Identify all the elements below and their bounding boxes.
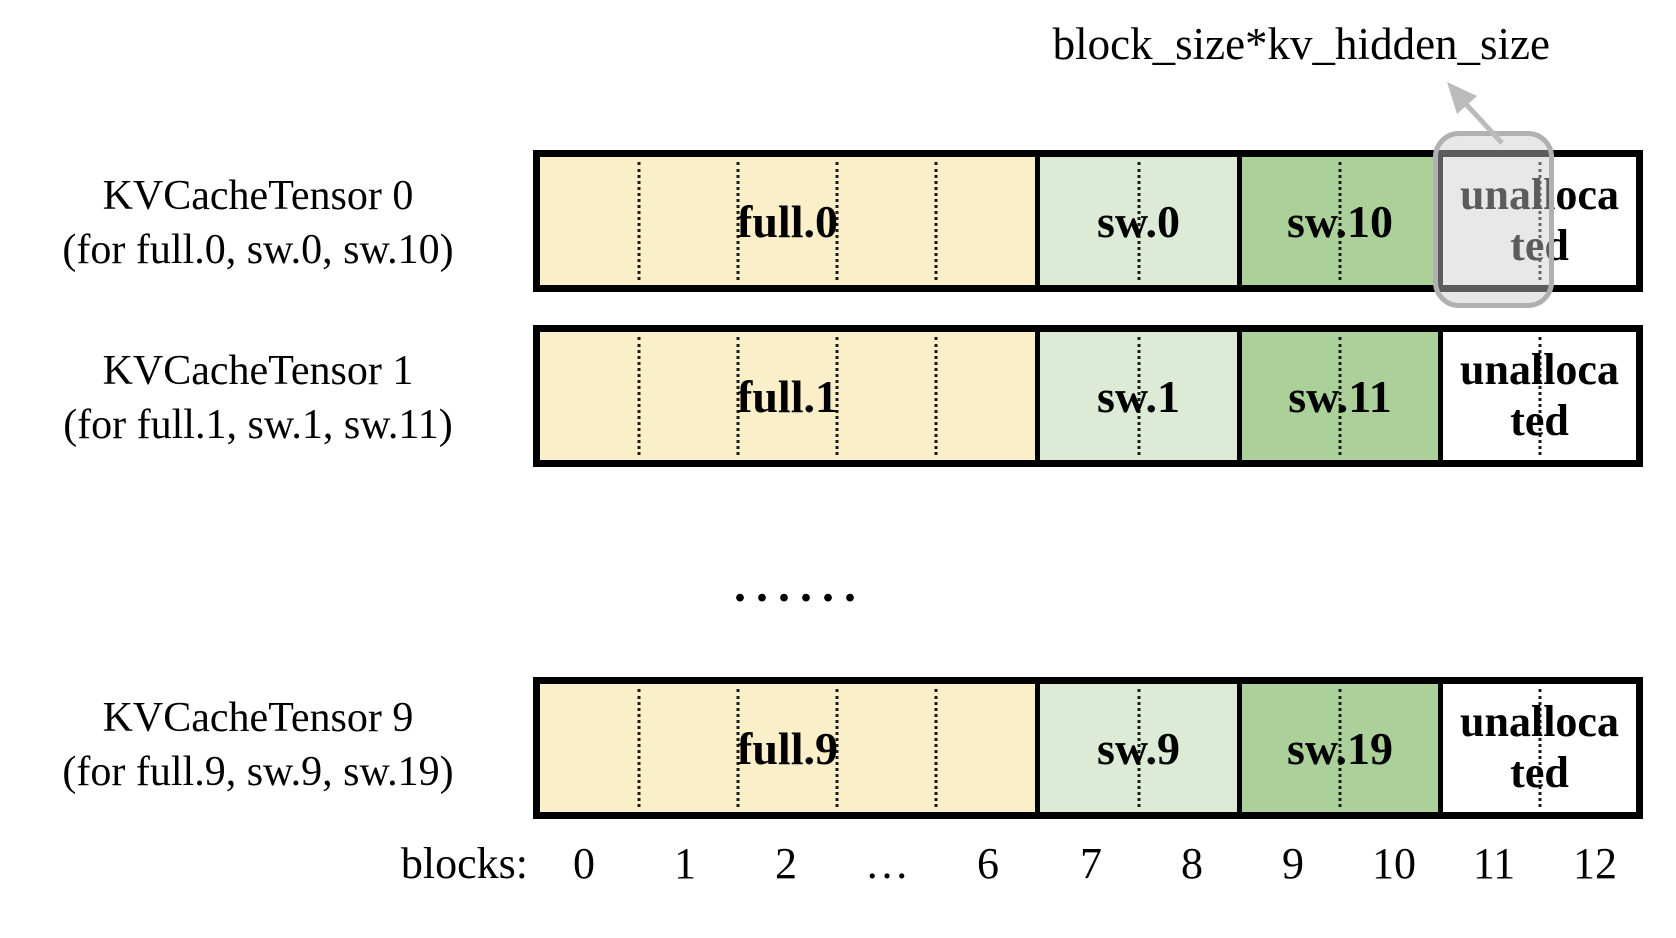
block-divider: [1338, 337, 1342, 455]
segment-sw: sw.19: [1242, 684, 1443, 812]
kvcache-tensor-row-9: full.9 sw.9 sw.19 unallocated: [533, 677, 1643, 819]
kvcache-tensor-row-0: full.0 sw.0 sw.10 unallocated: [533, 150, 1643, 292]
block-divider: [835, 162, 839, 280]
axis-tick: 1: [674, 839, 696, 888]
axis-tick: 0: [573, 839, 595, 888]
row-title: KVCacheTensor 1: [102, 348, 414, 394]
axis-tick: 10: [1372, 839, 1416, 888]
segment-full: full.1: [540, 332, 1040, 460]
row-title: KVCacheTensor 0: [102, 173, 414, 219]
segment-unallocated: unallocated: [1443, 332, 1636, 460]
segment-sw: sw.1: [1040, 332, 1242, 460]
block-divider: [835, 689, 839, 807]
segment-label: sw.0: [1096, 195, 1181, 247]
segment-full: full.0: [540, 157, 1040, 285]
block-divider: [1338, 162, 1342, 280]
row-label-kvcachetensor-9: KVCacheTensor 9 (for full.9, sw.9, sw.19…: [8, 691, 508, 799]
row-title: KVCacheTensor 9: [102, 695, 414, 741]
segment-label: sw.1: [1096, 370, 1181, 422]
kvcache-tensor-row-1: full.1 sw.1 sw.11 unallocated: [533, 325, 1643, 467]
blocks-axis-label: blocks:: [400, 839, 528, 888]
segment-sw: sw.11: [1242, 332, 1443, 460]
row-label-kvcachetensor-0: KVCacheTensor 0 (for full.0, sw.0, sw.10…: [8, 169, 508, 277]
segment-label: full.1: [737, 370, 838, 422]
segment-unallocated: unallocated: [1443, 684, 1636, 812]
block-divider: [1137, 689, 1140, 807]
highlight-box: [1433, 131, 1554, 308]
axis-tick: 11: [1472, 839, 1516, 888]
segment-label: full.9: [737, 722, 838, 774]
block-divider: [736, 337, 740, 455]
row-label-kvcachetensor-1: KVCacheTensor 1 (for full.1, sw.1, sw.11…: [8, 344, 508, 452]
segment-label: sw.11: [1288, 370, 1392, 422]
segment-sw: sw.0: [1040, 157, 1242, 285]
segment-full: full.9: [540, 684, 1040, 812]
axis-tick: 8: [1181, 839, 1203, 888]
axis-tick: …: [865, 839, 909, 888]
segment-sw: sw.10: [1242, 157, 1443, 285]
row-subtitle: (for full.9, sw.9, sw.19): [62, 749, 454, 795]
block-divider: [1137, 337, 1140, 455]
axis-tick: 2: [775, 839, 797, 888]
segment-label: sw.9: [1096, 722, 1181, 774]
block-divider: [1538, 337, 1541, 455]
segment-label: sw.19: [1286, 722, 1394, 774]
rows-ellipsis: ......: [734, 559, 866, 612]
block-divider: [637, 337, 641, 455]
block-divider: [736, 689, 740, 807]
block-divider: [1137, 162, 1140, 280]
block-divider: [637, 162, 641, 280]
axis-tick: 9: [1282, 839, 1304, 888]
segment-label: unallocated: [1460, 697, 1619, 797]
axis-tick: 7: [1080, 839, 1102, 888]
segment-sw: sw.9: [1040, 684, 1242, 812]
row-subtitle: (for full.0, sw.0, sw.10): [62, 227, 454, 273]
block-divider: [637, 689, 641, 807]
segment-unallocated: unallocated: [1443, 157, 1636, 285]
segment-label: full.0: [737, 195, 838, 247]
block-divider: [1538, 689, 1541, 807]
segment-label: unallocated: [1460, 345, 1619, 445]
block-divider: [934, 337, 938, 455]
block-divider: [934, 689, 938, 807]
row-subtitle: (for full.1, sw.1, sw.11): [63, 402, 453, 448]
segment-label: sw.10: [1286, 195, 1394, 247]
block-divider: [736, 162, 740, 280]
block-divider: [1338, 689, 1342, 807]
block-divider: [1538, 162, 1541, 280]
axis-tick: 6: [977, 839, 999, 888]
segment-label: unallocated: [1460, 170, 1619, 270]
axis-tick: 12: [1573, 839, 1617, 888]
block-size-annotation: block_size*kv_hidden_size: [1052, 19, 1550, 69]
block-divider: [934, 162, 938, 280]
block-divider: [835, 337, 839, 455]
